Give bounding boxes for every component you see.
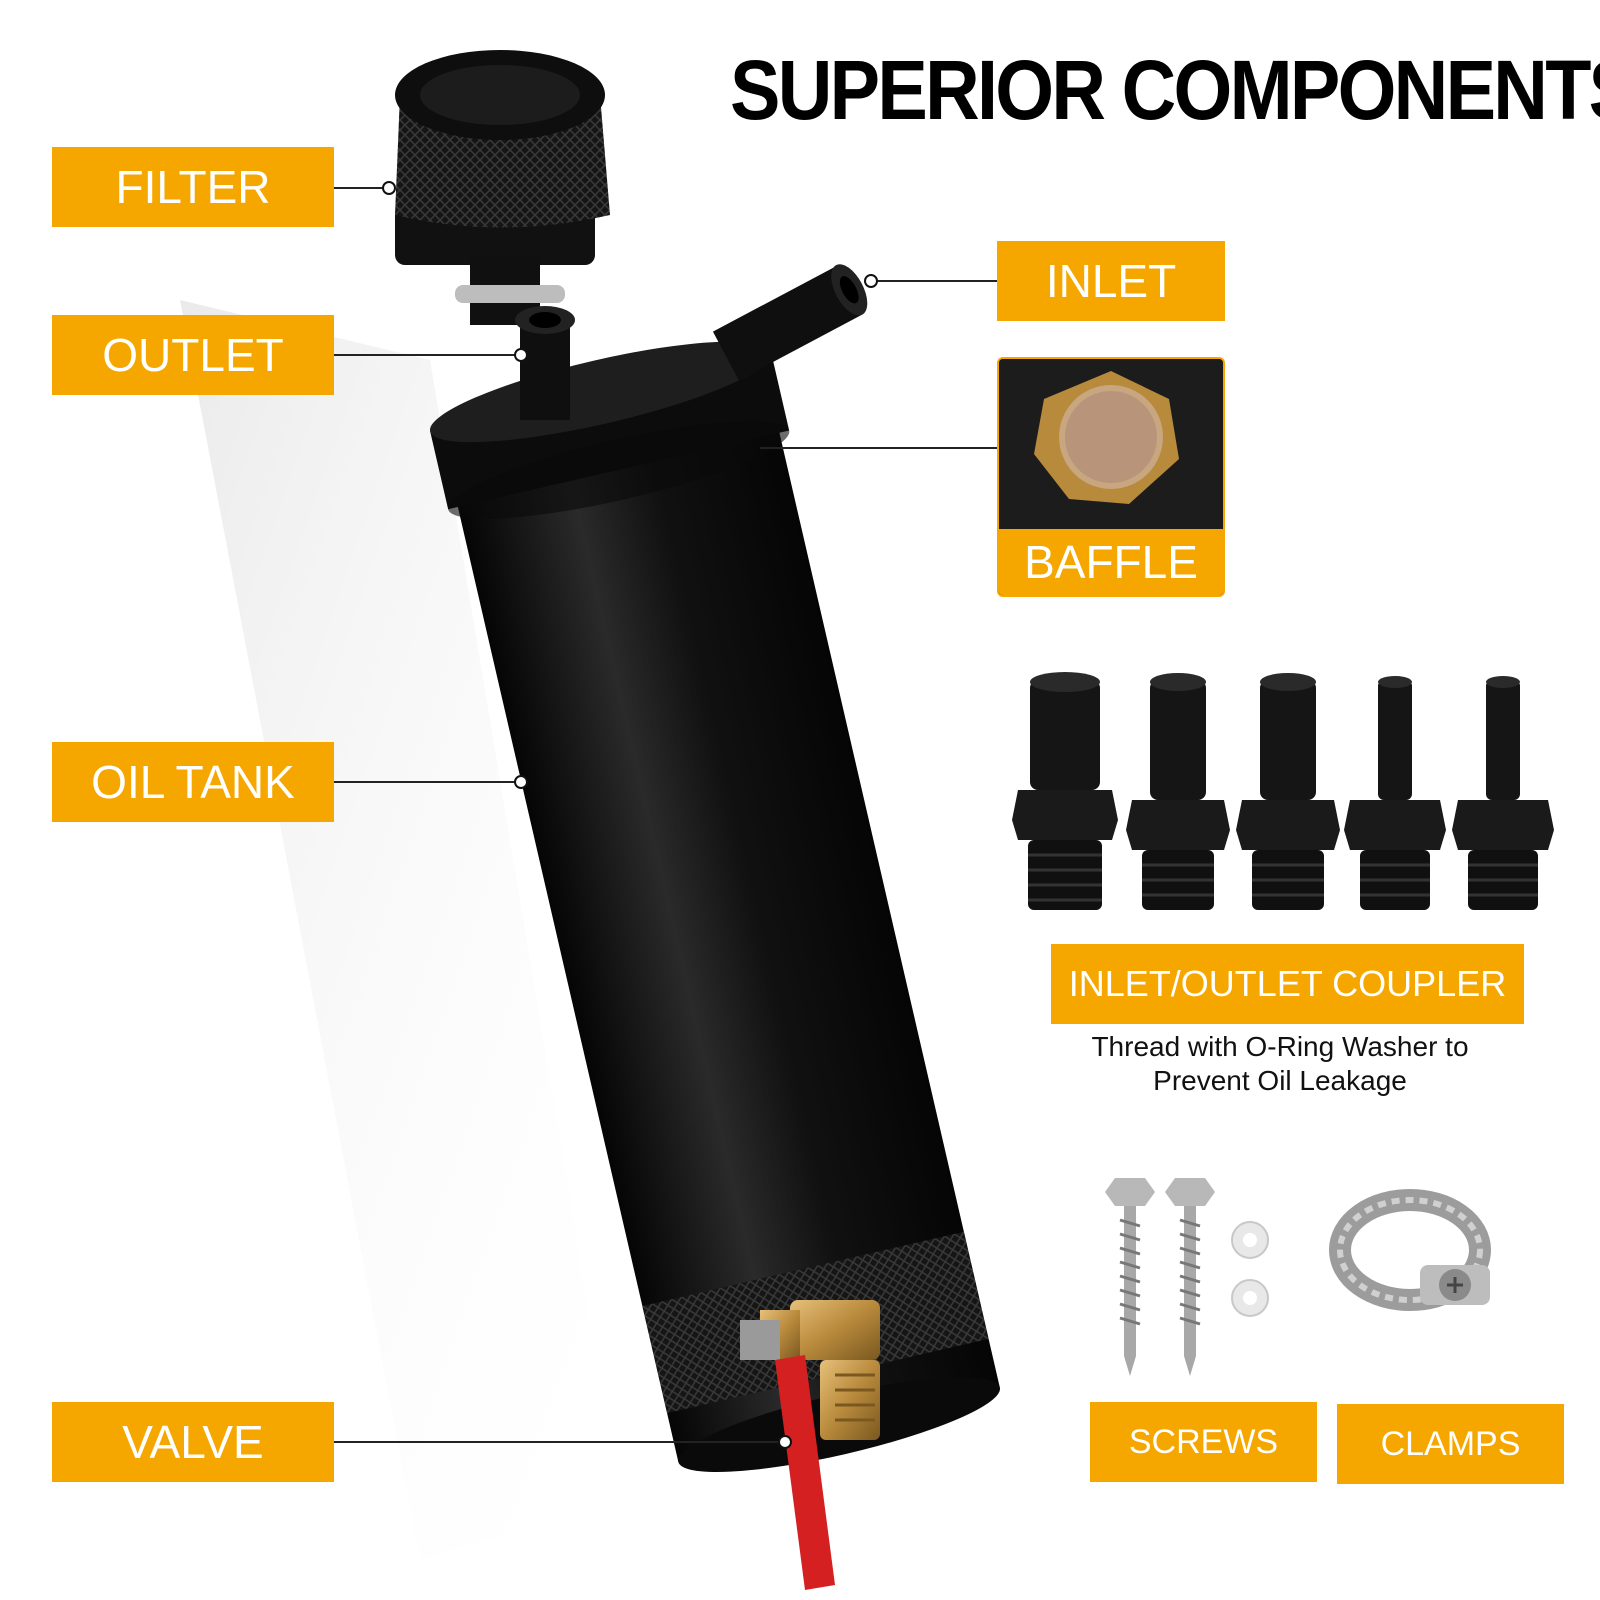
oil-tank-label: OIL TANK	[52, 742, 334, 822]
screws-label: SCREWS	[1090, 1402, 1317, 1482]
breather-filter	[395, 50, 610, 325]
valve-callout-dot	[778, 1435, 792, 1449]
coupler-4	[1344, 676, 1446, 910]
inlet-leader-line	[876, 280, 997, 282]
screw-2	[1165, 1178, 1215, 1376]
clamps-label: CLAMPS	[1337, 1404, 1564, 1484]
baffle-image	[999, 359, 1223, 529]
inlet-fitting	[712, 264, 868, 381]
filter-leader-line	[334, 187, 384, 189]
washer-2	[1231, 1279, 1269, 1317]
filter-label: FILTER	[52, 147, 334, 227]
outlet-label: OUTLET	[52, 315, 334, 395]
hardware-illustration	[1105, 1178, 1491, 1376]
coupler-2	[1126, 673, 1230, 910]
couplers-illustration	[1012, 672, 1554, 910]
baffle-inset: BAFFLE	[997, 357, 1225, 597]
outlet-leader-line	[334, 354, 516, 356]
coupler-note: Thread with O-Ring Washer to Prevent Oil…	[1091, 1031, 1469, 1096]
oil-tank-callout-dot	[514, 775, 528, 789]
screw-1	[1105, 1178, 1155, 1376]
coupler-5	[1452, 676, 1554, 910]
baffle-label: BAFFLE	[999, 529, 1223, 595]
outlet-callout-dot	[514, 348, 528, 362]
oil-catch-can-illustration	[180, 50, 1000, 1590]
valve-leader-line	[334, 1441, 780, 1443]
page-title: SUPERIOR COMPONENTS	[730, 43, 1600, 137]
drain-valve	[740, 1300, 880, 1590]
coupler-3	[1236, 673, 1340, 910]
inlet-label: INLET	[997, 241, 1225, 321]
coupler-1	[1012, 672, 1118, 910]
coupler-label: INLET/OUTLET COUPLER	[1051, 944, 1524, 1024]
inlet-callout-dot	[864, 274, 878, 288]
oil-tank-leader-line	[334, 781, 516, 783]
filter-callout-dot	[382, 181, 396, 195]
hose-clamp	[1329, 1189, 1491, 1311]
washer-1	[1231, 1221, 1269, 1259]
baffle-leader-line	[760, 447, 997, 449]
valve-label: VALVE	[52, 1402, 334, 1482]
outlet-fitting	[515, 306, 575, 420]
